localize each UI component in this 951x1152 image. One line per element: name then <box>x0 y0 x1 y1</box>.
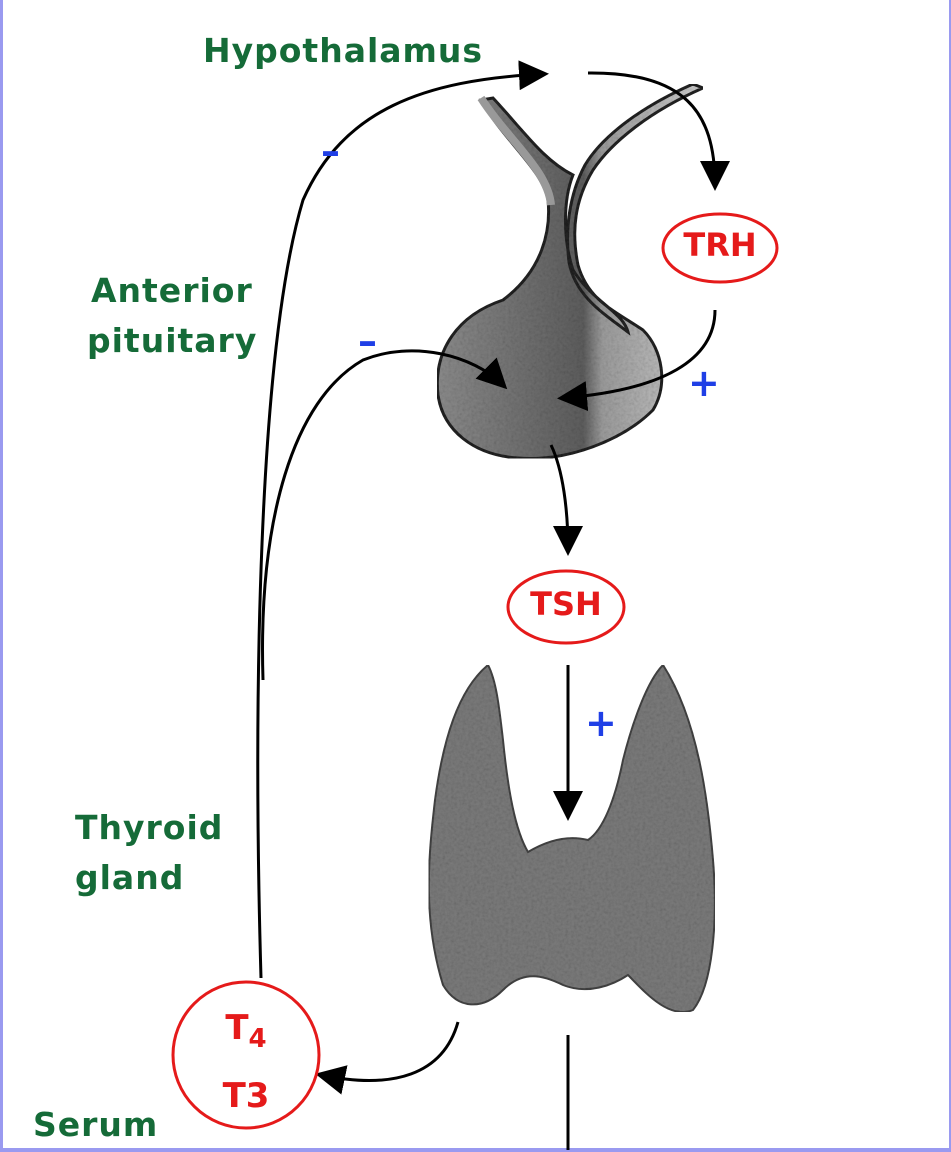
thyroid-gland-label-line2: gland <box>75 853 184 903</box>
tsh-label: TSH <box>508 585 624 623</box>
anterior-pituitary-label-line1: Anterior <box>91 266 253 316</box>
t4-label: T4 <box>206 1008 286 1054</box>
plus-sign-tsh: + <box>585 704 617 742</box>
thyroid-gland-illustration <box>429 665 715 1012</box>
minus-sign-hypothalamus: – <box>321 132 340 170</box>
serum-label: Serum <box>33 1100 158 1150</box>
pituitary-gland-illustration <box>437 84 703 458</box>
plus-sign-trh: + <box>688 364 720 402</box>
thyroid-gland-label-line1: Thyroid <box>75 803 223 853</box>
anterior-pituitary-label-line2: pituitary <box>87 316 257 366</box>
t4-subscript: 4 <box>249 1024 267 1054</box>
trh-label: TRH <box>663 226 777 264</box>
diagram-artwork <box>3 0 951 1152</box>
minus-sign-pituitary: – <box>358 322 377 360</box>
hypothalamus-label: Hypothalamus <box>203 26 483 76</box>
thyroid-to-serum-arrow <box>321 1022 458 1081</box>
t3-label: T3 <box>206 1076 286 1116</box>
pituitary-to-tsh-arrow <box>551 445 568 550</box>
t4-base: T <box>225 1008 248 1048</box>
